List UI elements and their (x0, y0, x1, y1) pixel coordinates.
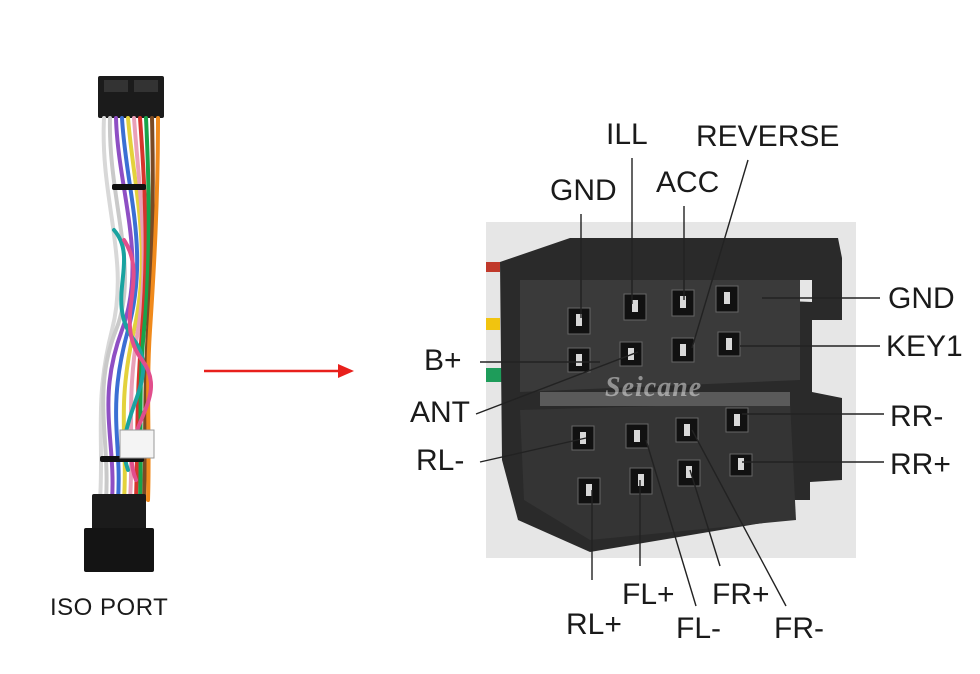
pin-label-fl-plus: FL+ (622, 578, 675, 611)
pin-label-acc: ACC (656, 166, 720, 199)
watermark-text: Seicane (605, 372, 703, 403)
leader-lines (475, 158, 884, 607)
pin-label-gnd-top: GND (550, 174, 617, 207)
pin-label-key1: KEY1 (886, 330, 963, 363)
pin-label-fr-plus: FR+ (712, 578, 770, 611)
pin-label-rl-plus: RL+ (566, 608, 622, 641)
connector-image (486, 222, 856, 558)
pin-label-rr-plus: RR+ (890, 448, 951, 481)
iso-port-caption: ISO PORT (50, 594, 169, 621)
pin-label-b-plus: B+ (424, 344, 462, 377)
pin-label-rr-minus: RR- (890, 400, 944, 433)
iso-harness-image (84, 76, 164, 572)
pin-label-ill: ILL (606, 118, 648, 151)
pin-label-gnd-right: GND (888, 282, 955, 315)
pin-label-fr-minus: FR- (774, 612, 824, 645)
pin-label-rl-minus: RL- (416, 444, 465, 477)
arrow (204, 364, 354, 378)
pin-label-fl-minus: FL- (676, 612, 721, 645)
pin-label-ant: ANT (410, 396, 470, 429)
pin-label-reverse: REVERSE (696, 120, 840, 153)
